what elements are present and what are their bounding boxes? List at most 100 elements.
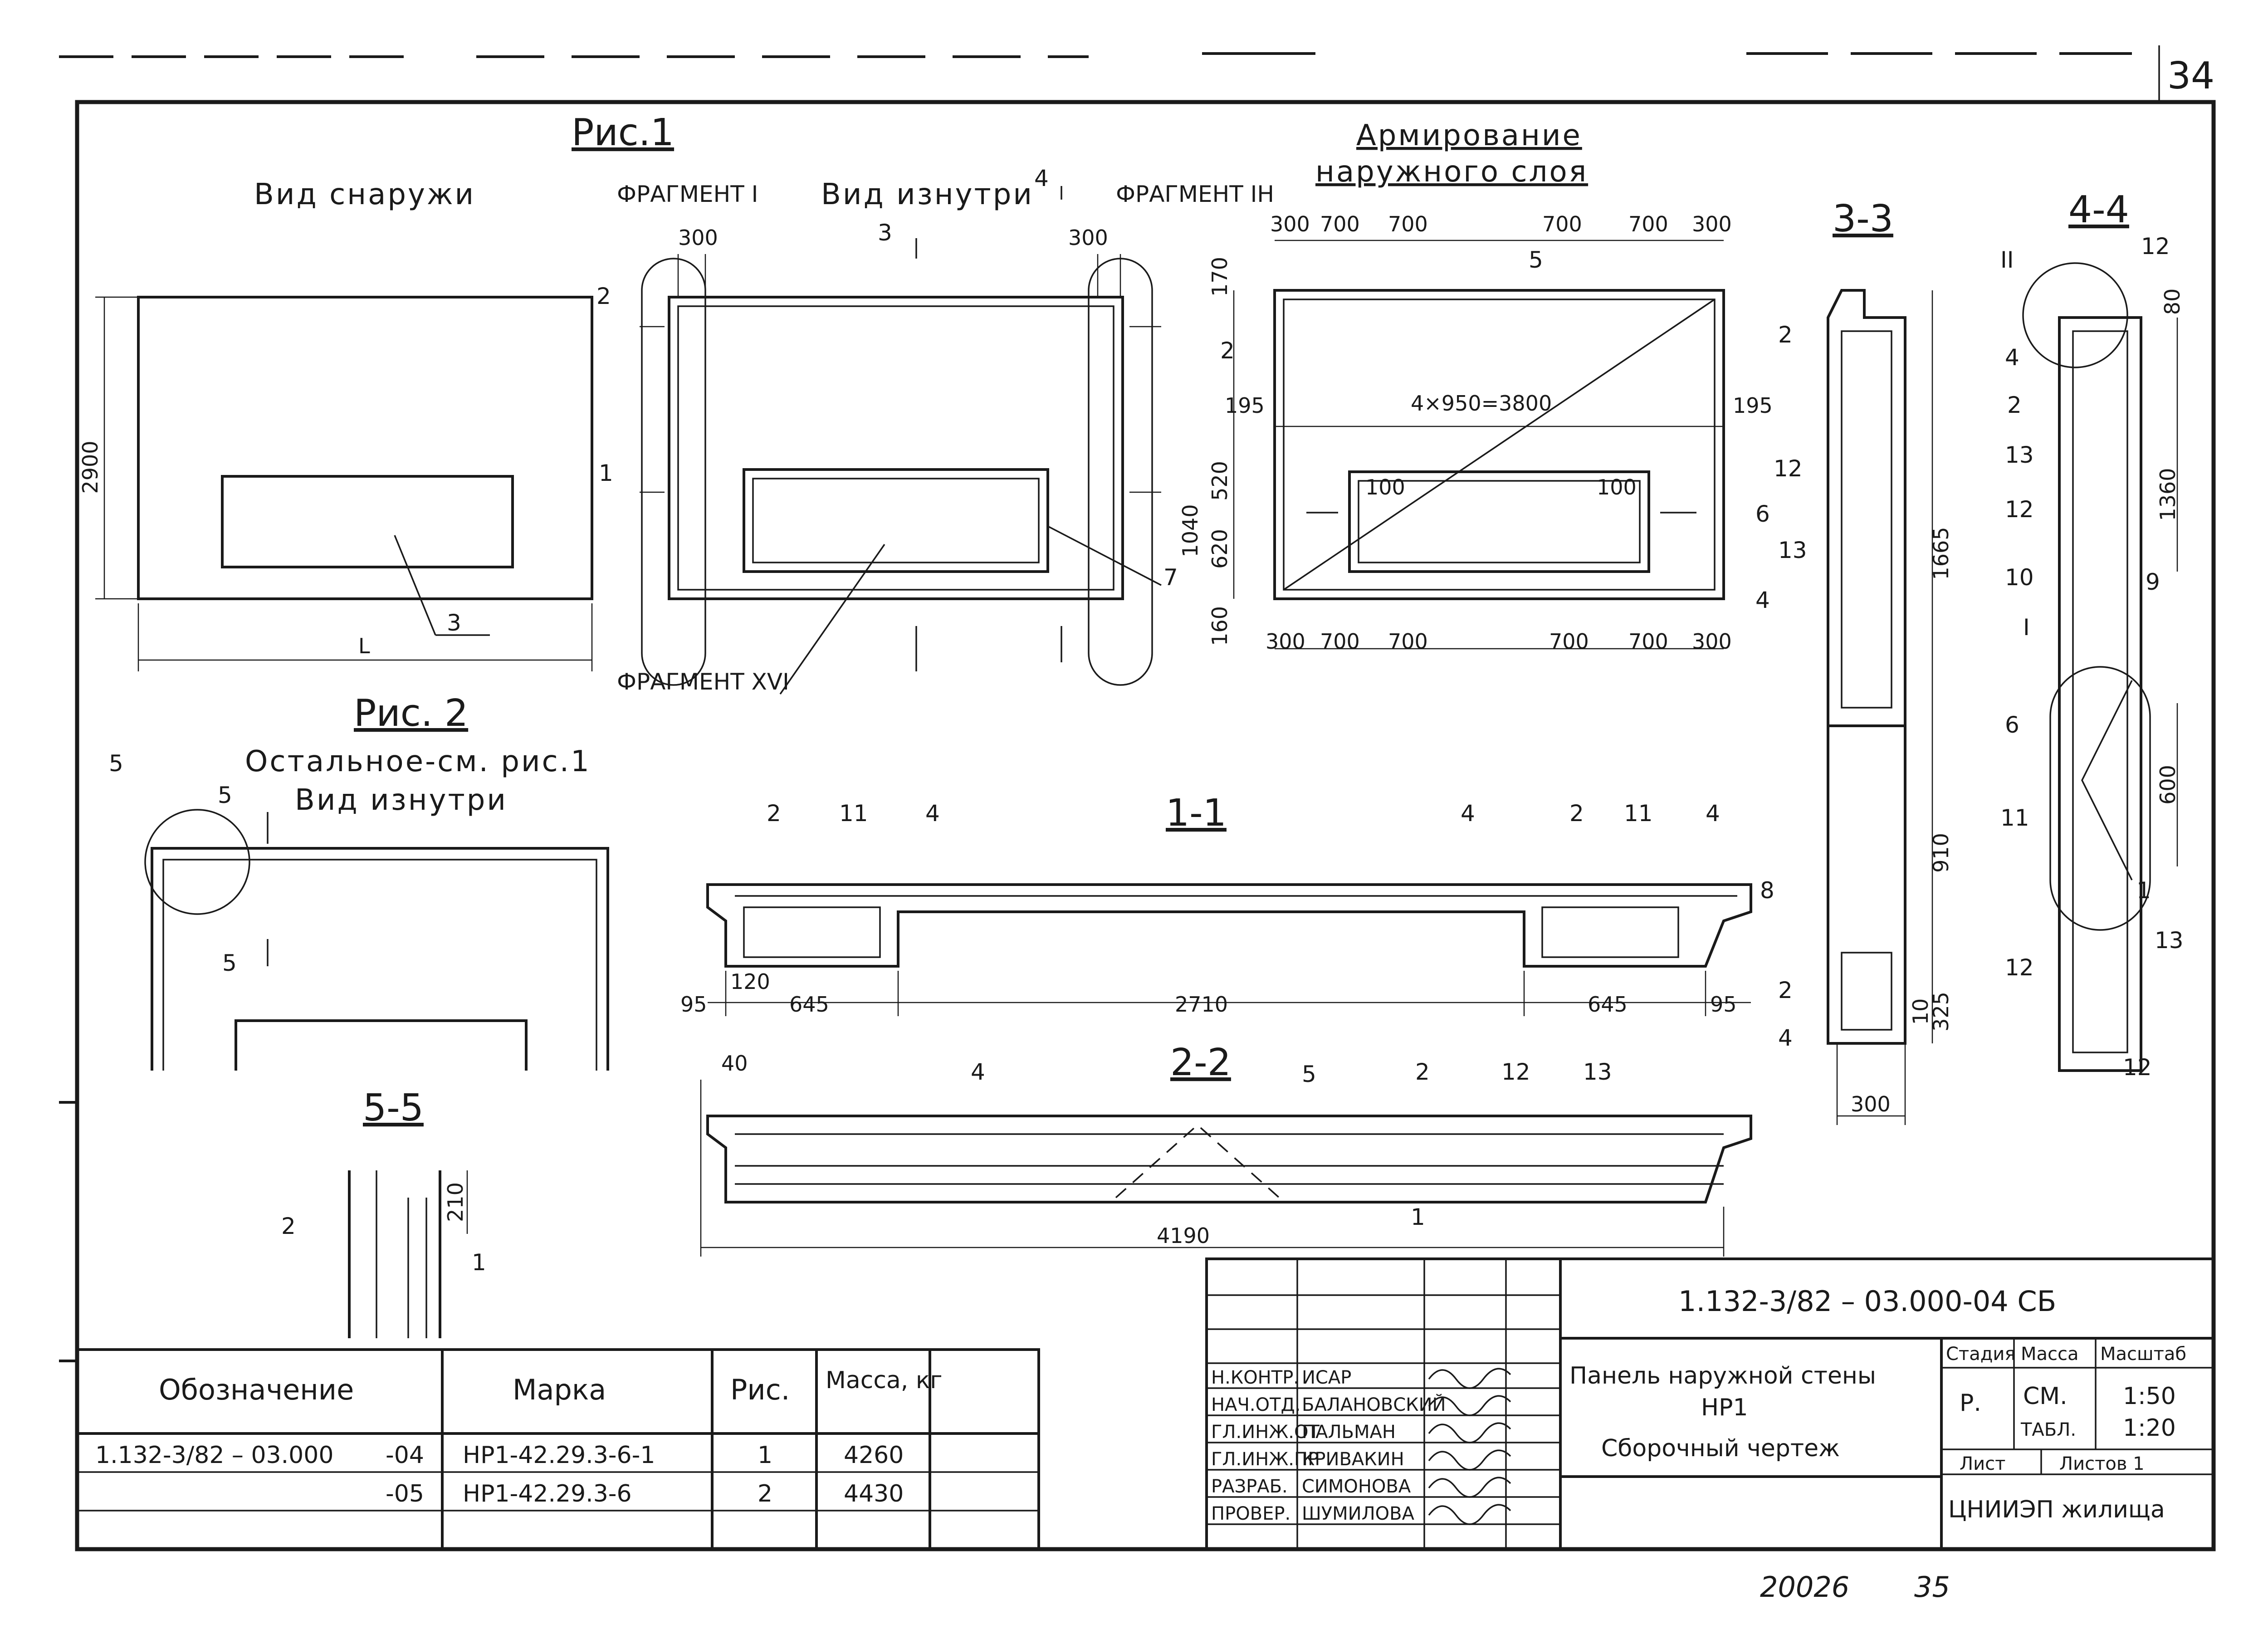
section-5-5 <box>348 1170 468 1338</box>
reinf-top-dim-5: 300 <box>1692 212 1732 236</box>
reinf-dim-195-left: 195 <box>1225 393 1265 418</box>
stamp-name-0: ИСАР <box>1302 1367 1351 1388</box>
sheet-border: 34 <box>59 45 2216 1551</box>
sec44-pos-13-bottom: 13 <box>2155 927 2184 954</box>
spec-row1-code: 1.132-3/82 – 03.000 <box>95 1442 333 1469</box>
sec11-dim-2710: 2710 <box>1175 992 1228 1017</box>
reinf-bottom-dim-4: 700 <box>1628 629 1668 654</box>
signature-scribbles <box>1428 1368 1511 1525</box>
sec11-pos-4-right-inner: 4 <box>1461 800 1475 827</box>
sec33-pos-2-bottom: 2 <box>1778 977 1793 1003</box>
stamp-name-4: СИМОНОВА <box>1302 1476 1411 1497</box>
spec-header-mark: Марка <box>513 1373 606 1406</box>
sec44-pos-11: 11 <box>2000 805 2029 831</box>
section-mark-4: 4 <box>1034 165 1049 191</box>
sec44-pos-6: 6 <box>2005 712 2019 738</box>
spec-table <box>76 1348 1040 1551</box>
reinf-bottom-dim-3: 700 <box>1549 629 1589 654</box>
sec33-title: 3-3 <box>1833 197 1893 240</box>
stamp-scale-header: Масштаб <box>2100 1344 2186 1365</box>
sec55-title: 5-5 <box>363 1086 424 1130</box>
section-1-1 <box>706 883 1752 1016</box>
sec11-dim-645-right: 645 <box>1588 992 1628 1017</box>
sec33-dim-10: 10 <box>1908 998 1933 1025</box>
sec33-pos-13: 13 <box>1778 537 1807 563</box>
stamp-role-1: НАЧ.ОТД. <box>1211 1394 1300 1415</box>
reinf-top-dim-4: 700 <box>1628 212 1668 236</box>
spec-header-designation: Обозначение <box>159 1373 354 1406</box>
reinf-top-dim-2: 700 <box>1388 212 1428 236</box>
spec-header-fig: Рис. <box>730 1373 790 1406</box>
stamp-sheets-header: Листов 1 <box>2059 1453 2145 1474</box>
sec44-pos-1: 1 <box>2136 877 2151 904</box>
reinf-left-dim-1040: 1040 <box>1178 504 1202 557</box>
section-mark-2: 2 <box>596 283 611 309</box>
sec33-dim-325: 325 <box>1929 992 1953 1032</box>
sec44-pos-12-mid: 12 <box>2005 496 2034 523</box>
stamp-role-3: ГЛ.ИНЖ.ПР <box>1211 1449 1319 1470</box>
reinf-left-dim-520: 520 <box>1207 461 1232 501</box>
reinf-dim-195-right: 195 <box>1733 393 1773 418</box>
sec33-pos-2-top: 2 <box>1778 322 1793 348</box>
spec-row2-mass: 4430 <box>844 1480 904 1507</box>
sec44-pos-9: 9 <box>2146 569 2160 595</box>
fragment-1h-label: ФРАГМЕНТ IН <box>1116 181 1274 207</box>
fig1-pos-3: 3 <box>447 610 461 636</box>
sec44-title: 4-4 <box>2068 188 2129 231</box>
stamp-title-3: Сборочный чертеж <box>1601 1435 1840 1462</box>
sec11-dim-95-right: 95 <box>1710 992 1737 1017</box>
view-outside-label: Вид снаружи <box>254 178 475 211</box>
fig2-subtitle: Остальное-см. рис.1 <box>245 745 591 778</box>
stamp-name-2: ПАЛЬМАН <box>1302 1422 1396 1443</box>
spec-row2-mark: НР1-42.29.3-6 <box>463 1480 632 1507</box>
page-number: 34 <box>2167 54 2214 98</box>
section-mark-3: 3 <box>878 220 892 246</box>
sec22-dim-4190: 4190 <box>1157 1223 1210 1248</box>
sec44-pos-I: I <box>2023 614 2030 641</box>
sec22-pos-13: 13 <box>1583 1059 1612 1085</box>
sec11-pos-11-left: 11 <box>839 800 868 827</box>
reinf-left-dim-620: 620 <box>1207 529 1232 569</box>
sec11-pos-4-right: 4 <box>1706 800 1720 827</box>
fig2-pos-5-detail: 5 <box>109 750 123 777</box>
stamp-organization: ЦНИИЭП жилища <box>1948 1496 2165 1523</box>
sec11-pos-8: 8 <box>1760 877 1774 904</box>
stamp-role-5: ПРОВЕР. <box>1211 1503 1290 1524</box>
spec-row1-suffix: -04 <box>386 1442 424 1469</box>
reinf-pos-6: 6 <box>1755 501 1770 527</box>
reinf-pos-4: 4 <box>1755 587 1770 613</box>
footer-left-number: 20026 <box>1760 1570 1849 1604</box>
sec55-dim-210: 210 <box>443 1182 468 1222</box>
fig1-title: Рис.1 <box>572 111 674 154</box>
sec55-pos-2: 2 <box>281 1213 296 1239</box>
reinf-left-dim-170: 170 <box>1207 257 1232 297</box>
sec33-dim-300: 300 <box>1851 1092 1891 1116</box>
stamp-role-0: Н.КОНТР. <box>1211 1367 1299 1388</box>
footer-right-number: 35 <box>1914 1570 1950 1604</box>
sec22-title: 2-2 <box>1170 1041 1231 1084</box>
section-3-3 <box>1827 289 1933 1125</box>
section-mark-1: 1 <box>599 460 613 486</box>
stamp-name-1: БАЛАНОВСКИЙ <box>1302 1394 1446 1415</box>
stamp-title-1: Панель наружной стены <box>1569 1362 1876 1389</box>
fragment-16-label: ФРАГМЕНТ XVI <box>617 669 789 695</box>
fig2-view-label: Вид изнутри <box>295 783 508 817</box>
sec44-dim-1360: 1360 <box>2156 468 2180 521</box>
sec33-dim-1665: 1665 <box>1929 527 1953 580</box>
sec22-pos-2: 2 <box>1415 1059 1430 1085</box>
reinf-bottom-dim-0: 300 <box>1266 629 1305 654</box>
sec44-pos-12-low: 12 <box>2005 954 2034 981</box>
fig2-title: Рис. 2 <box>354 692 468 735</box>
sec22-pos-4: 4 <box>971 1059 985 1085</box>
sec44-pos-II: II <box>2000 247 2014 273</box>
reinf-left-dim-160: 160 <box>1207 606 1232 646</box>
stamp-role-2: ГЛ.ИНЖ.ОТ <box>1211 1422 1320 1443</box>
sec44-pos-12-top: 12 <box>2141 233 2170 259</box>
spec-header-mass: Масса, кг <box>826 1367 943 1394</box>
fig2-inside-view <box>144 809 609 1071</box>
title-block <box>1205 1257 2215 1551</box>
view-inside-label: Вид изнутри <box>821 178 1034 211</box>
sec33-dim-910: 910 <box>1929 833 1953 873</box>
sec44-dim-600: 600 <box>2156 765 2180 805</box>
